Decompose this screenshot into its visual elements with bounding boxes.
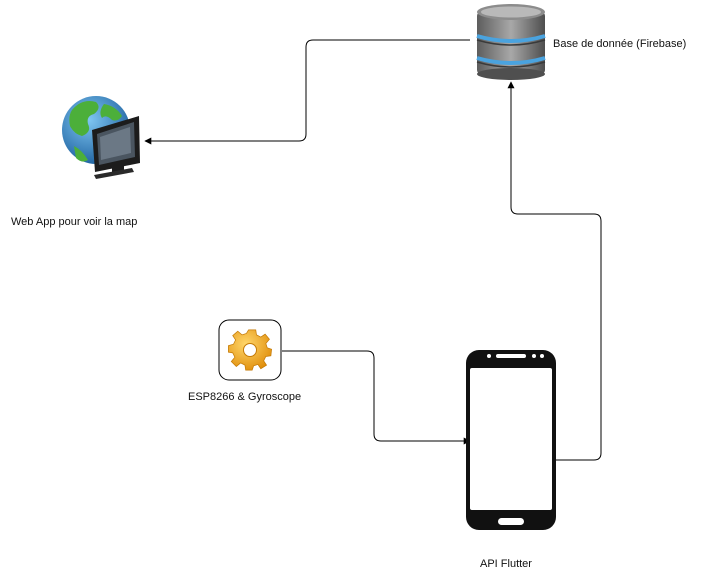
smartphone-icon[interactable]: [466, 350, 556, 530]
gear-icon[interactable]: [218, 319, 282, 381]
api-label: API Flutter: [480, 558, 532, 570]
database-label: Base de donnée (Firebase): [553, 38, 687, 50]
edge-api-to-database: [507, 81, 602, 461]
globe-monitor-icon[interactable]: [62, 96, 140, 179]
edge-database-to-webapp: [144, 39, 470, 145]
database-icon[interactable]: [476, 4, 546, 80]
edge-esp-to-api: [282, 350, 471, 445]
esp-label: ESP8266 & Gyroscope: [188, 391, 302, 403]
webapp-label: Web App pour voir la map: [11, 216, 138, 228]
